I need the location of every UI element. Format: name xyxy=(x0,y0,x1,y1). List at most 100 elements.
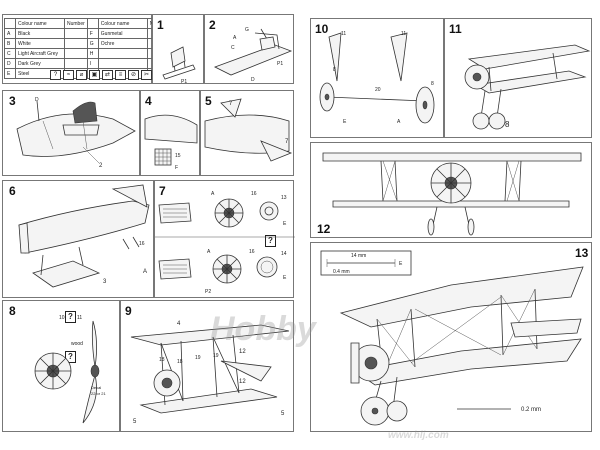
part-label: E xyxy=(283,221,287,227)
part-label: 11 xyxy=(401,31,406,37)
drill-icon: ⌀ xyxy=(76,70,87,80)
part-label: 2 xyxy=(99,163,103,169)
part-label: 15 xyxy=(175,153,181,159)
colour-header-number: Number xyxy=(64,18,88,29)
step-number: 3 xyxy=(9,94,16,108)
part-label: 22 or 21 xyxy=(91,391,106,396)
part-label: Decal xyxy=(91,385,101,390)
sand-icon: ≡ xyxy=(115,70,126,80)
wire-length-label: 14 mm xyxy=(351,253,366,259)
symbol-legend: ? ≈ ⌀ ▣ ⇄ ≡ ⊘ ✂ xyxy=(50,70,152,80)
part-label: 20 xyxy=(375,87,381,93)
step-number: 8 xyxy=(9,304,16,318)
step-number: 2 xyxy=(209,18,216,32)
step-number: 11 xyxy=(449,22,462,36)
symmetric-icon: ⇄ xyxy=(102,70,113,80)
part-label: 5 xyxy=(281,411,285,417)
step-13-panel: 13 14 mm E 0.4 mm 0.2 mm xyxy=(310,242,592,432)
part-label: 4 xyxy=(177,321,181,327)
step-4-panel: 4 15 F xyxy=(140,90,200,176)
part-label: F xyxy=(175,165,178,171)
colour-key: E xyxy=(4,68,16,79)
colour-name: White xyxy=(15,38,65,49)
colour-name: Light Aircraft Grey xyxy=(15,48,65,59)
part-label: A xyxy=(233,35,237,41)
part-label: 14 xyxy=(281,251,287,257)
step-number: 7 xyxy=(159,184,166,198)
engine-assembly-drawing: A 16 13 E A 16 14 E P2 xyxy=(155,191,295,295)
step-number: 10 xyxy=(315,22,329,36)
step-number: 9 xyxy=(125,304,132,318)
part-label: 13 xyxy=(281,195,287,201)
watermark-site: www.hlj.com xyxy=(388,430,449,441)
wire-diameter-label: 0.2 mm xyxy=(521,407,541,413)
colour-name: Dark Grey xyxy=(15,58,65,69)
part-label: D xyxy=(251,77,255,83)
part-label: 11 xyxy=(341,31,346,37)
question-icon: ? xyxy=(265,235,276,247)
part-label: P2 xyxy=(205,289,211,295)
step-1-panel: 1 P1 xyxy=(152,14,204,85)
seat-drawing: P1 xyxy=(162,46,196,85)
remove-icon: ⊘ xyxy=(128,70,139,80)
radiator-grid xyxy=(154,148,172,166)
rotary-engine xyxy=(464,64,490,90)
part-label: 12 xyxy=(239,379,246,385)
part-label: A xyxy=(397,119,401,125)
step-10-panel: 10 11 11 8 8 20 E A xyxy=(310,18,444,138)
part-label: A xyxy=(207,249,211,255)
part-label: 3 xyxy=(103,279,107,285)
wire-diameter-label: 0.4 mm xyxy=(333,269,350,275)
part-label: E xyxy=(343,119,347,125)
landing-gear-drawing: 11 11 8 8 20 E A xyxy=(319,31,435,125)
colour-key: I xyxy=(86,58,99,69)
question-icon: ? xyxy=(50,70,61,80)
decal-icon: ▣ xyxy=(89,70,100,80)
step-7-panel: 7 ? A 16 13 E A 16 14 E P2 xyxy=(154,180,295,298)
part-label: 8 xyxy=(333,67,336,73)
part-label: E xyxy=(399,261,403,267)
part-label: 16 xyxy=(249,249,255,255)
rotary-engine xyxy=(214,198,244,228)
part-label: 16 xyxy=(251,191,257,197)
watermark-brand: Hobby xyxy=(210,310,316,348)
cockpit-floor-drawing: G A C D P1 xyxy=(213,27,293,83)
part-label: 8 xyxy=(505,120,510,129)
colour-name xyxy=(97,48,148,59)
colour-name: Black xyxy=(15,28,65,39)
step-9-panel: 9 4 18 18 19 19 12 12 5 5 xyxy=(120,300,294,432)
colour-key: B xyxy=(4,38,16,49)
colour-header-name: Colour name xyxy=(15,18,65,29)
part-label: 18 xyxy=(177,359,183,365)
wing-strut-drawing: 4 18 18 19 19 12 12 5 5 xyxy=(130,321,290,425)
part-label: 11 xyxy=(77,315,82,321)
colour-key: G xyxy=(86,38,99,49)
rotary-engine xyxy=(430,162,472,204)
colour-key: F xyxy=(86,28,99,39)
part-label: A xyxy=(143,269,147,275)
part-label: 7 xyxy=(229,101,233,107)
part-label: 19 xyxy=(195,355,201,361)
step-2-panel: 2 G A C D P1 xyxy=(204,14,294,84)
part-label: A xyxy=(211,191,215,197)
cut-icon: ✂ xyxy=(141,70,152,80)
rotary-engine xyxy=(212,254,242,284)
step-number: 13 xyxy=(575,246,589,260)
part-label: D xyxy=(35,97,39,103)
part-label: wood xyxy=(71,341,83,347)
question-icon: ? xyxy=(65,351,76,363)
rigging-drawing: 14 mm E 0.4 mm 0.2 mm xyxy=(320,250,584,426)
part-label: C xyxy=(231,45,235,51)
step-12-panel: 12 xyxy=(310,142,592,238)
front-view-drawing xyxy=(322,152,582,236)
glue-icon: ≈ xyxy=(63,70,74,80)
part-label: P1 xyxy=(181,79,187,85)
step-8-panel: 8 ? ? 10 11 wood Decal 22 or 21 xyxy=(2,300,120,432)
step-number: 12 xyxy=(317,222,331,236)
colour-key: H xyxy=(86,48,99,59)
step-number: 4 xyxy=(145,94,152,108)
colour-key: D xyxy=(4,58,16,69)
part-label: 7 xyxy=(285,139,289,145)
part-label: 16 xyxy=(139,241,145,247)
colour-name: Ochre xyxy=(97,38,148,49)
